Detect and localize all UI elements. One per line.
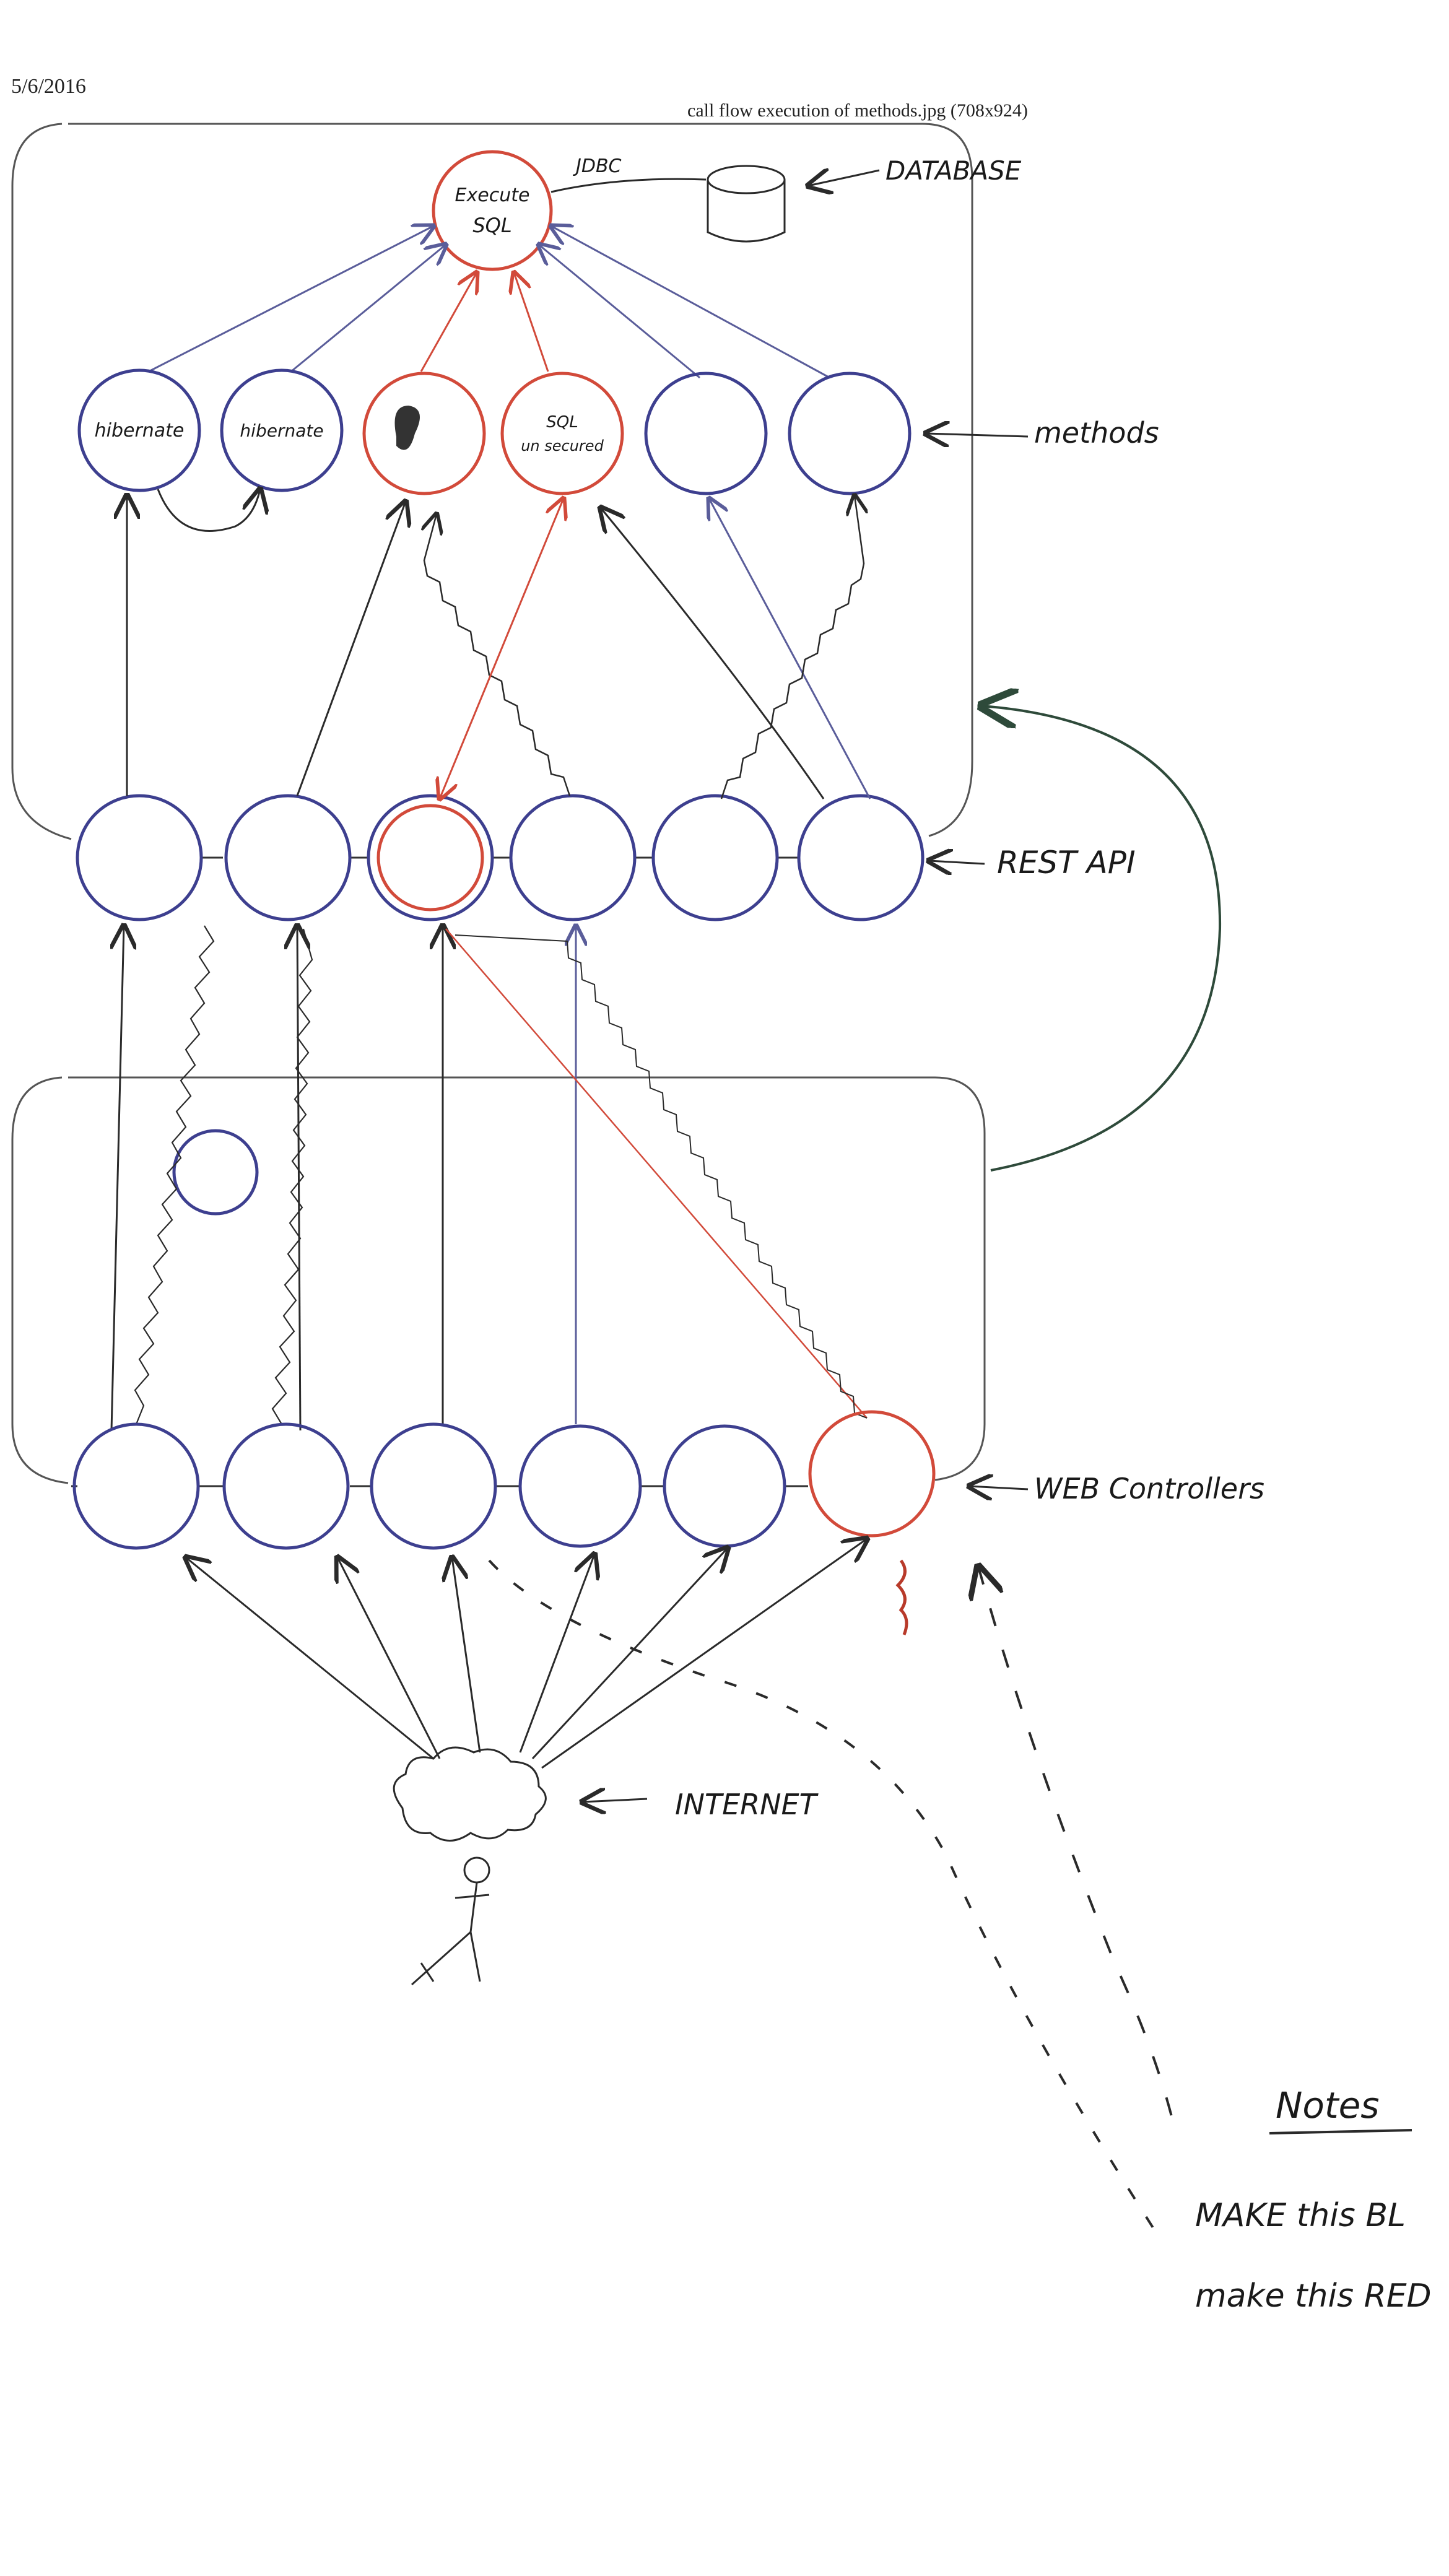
- header-date: 5/6/2016: [11, 75, 86, 98]
- dashed-path-blue-note: [978, 1567, 1178, 2137]
- lower-system-boundary: [11, 1076, 986, 1484]
- execute-sql-node: [432, 150, 553, 271]
- user-stick-figure-icon: [411, 1856, 490, 1986]
- execute-sql-label-line2: SQL: [472, 214, 511, 237]
- controller-node-4: [518, 1424, 642, 1548]
- rest-node-2: [224, 794, 352, 921]
- notes-title-underline: [1269, 2129, 1412, 2134]
- intermediate-node: [172, 1129, 259, 1216]
- method-to-sql-arrows: [148, 226, 830, 379]
- rest-node-3: [367, 794, 494, 921]
- methods-pointer-arrow: [926, 433, 1029, 437]
- rest-api-row: [76, 794, 925, 921]
- methods-label: methods: [1034, 416, 1159, 450]
- hibernate-chain-arrow: [157, 489, 260, 532]
- controller-node-1: [72, 1422, 200, 1550]
- method-node-1-label: hibernate: [95, 420, 185, 442]
- notes-line-2: make this RED: [1195, 2278, 1432, 2315]
- method-node-3: [362, 372, 486, 495]
- database-icon: [707, 165, 786, 243]
- database-label: DATABASE: [886, 155, 1022, 186]
- internet-pointer-arrow: [582, 1799, 648, 1802]
- web-controllers-label: WEB Controllers: [1034, 1472, 1264, 1505]
- execute-sql-label-line1: Execute: [455, 185, 530, 206]
- controller-to-rest-arrows: [111, 926, 868, 1431]
- rest-to-method-arrows: [127, 495, 871, 799]
- rest-node-4: [509, 794, 637, 921]
- database-pointer-arrow: [808, 170, 880, 186]
- method-node-5: [644, 372, 768, 495]
- rest-node-5: [651, 794, 779, 921]
- method-node-2: [220, 368, 344, 492]
- method-node-1: [77, 368, 201, 492]
- internet-cloud-icon: [393, 1746, 547, 1842]
- method-node-4-label-line1: SQL: [546, 413, 578, 432]
- rest-node-1: [76, 794, 203, 921]
- red-scribble: [895, 1559, 908, 1635]
- web-controllers-pointer-arrow: [969, 1486, 1029, 1489]
- method-node-2-label: hibernate: [240, 420, 323, 441]
- rest-node-3-red-ring: [376, 804, 484, 912]
- rest-api-pointer-arrow: [929, 861, 985, 864]
- rest-node-6: [797, 794, 925, 921]
- rest-api-label: REST API: [997, 845, 1136, 881]
- notes-line-1: MAKE this BL: [1195, 2197, 1406, 2234]
- controller-node-2: [222, 1422, 350, 1550]
- header-file-caption: call flow execution of methods.jpg (708x…: [687, 100, 1028, 121]
- jdbc-connector: [550, 178, 707, 193]
- scribble-mark: [394, 406, 420, 450]
- internet-to-controller-arrows: [186, 1539, 867, 1769]
- feedback-arrow: [981, 706, 1222, 1172]
- jdbc-label: JDBC: [573, 155, 622, 177]
- dashed-path-red-note: [488, 1559, 1159, 2237]
- method-node-4-label-line2: un secured: [521, 437, 604, 455]
- controller-node-3: [370, 1422, 497, 1550]
- upper-system-boundary: [11, 123, 973, 840]
- internet-label: INTERNET: [675, 1788, 819, 1821]
- notes-title: Notes: [1276, 2084, 1380, 2126]
